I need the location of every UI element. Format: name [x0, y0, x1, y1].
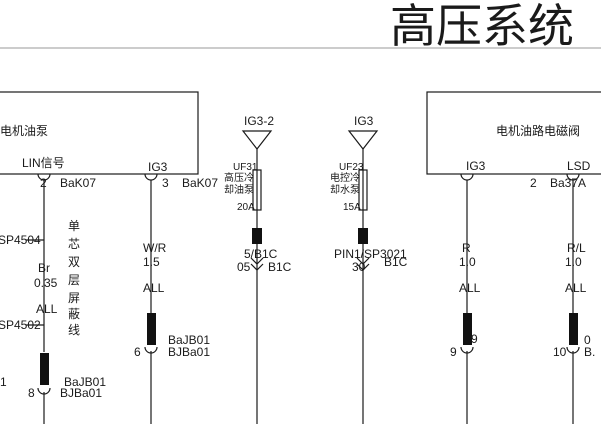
uf23-source: IG3: [354, 114, 374, 128]
uf23-line1: 电控冷: [330, 171, 360, 184]
sp4502-label: SP4502: [0, 318, 41, 332]
pin10-line2: B.: [584, 345, 595, 359]
pump-box: [0, 91, 199, 175]
lsd-pin-conn: Ba37A: [550, 176, 586, 190]
ig3-valve-pin-arc: [460, 173, 474, 181]
uf23-source-triangle: [347, 130, 379, 150]
lin-pin-conn: BaK07: [60, 176, 96, 190]
bajb-mid-line2: BJBa01: [168, 345, 210, 359]
pin9-connector: [463, 313, 472, 345]
uf31-rating: 20A: [237, 202, 255, 213]
shield-note-3: 双: [68, 255, 80, 269]
uf31-line1: 高压冷: [224, 171, 254, 184]
shield-note-2: 芯: [68, 237, 80, 251]
uf23-fuse-symbol: [358, 169, 368, 211]
ig3-valve-pin-label: IG3: [466, 159, 486, 173]
left-edge-num: 1: [0, 375, 7, 389]
ig3-valve-wire-size: 1.0: [459, 255, 476, 269]
lsd-wire-color: R/L: [567, 241, 586, 255]
ig3-pump-pin-conn: BaK07: [182, 176, 218, 190]
shield-note-7: 线: [68, 323, 80, 337]
c1-bottom: 05: [237, 260, 251, 274]
c1-connector: [252, 228, 262, 244]
bajb-left-line1: BaJB01: [64, 375, 106, 389]
pin10-num: 10: [553, 345, 567, 359]
bajb-mid-connector: [147, 313, 156, 345]
pump-box-label: 电机油泵: [0, 124, 48, 138]
pin9-inner: 9: [471, 332, 478, 346]
uf31-fuse-symbol: [252, 169, 262, 211]
lsd-wire-opt: ALL: [565, 281, 587, 295]
bajb-left-pin: 8: [28, 386, 35, 400]
pin10-connector: [569, 313, 578, 345]
lin-pin-label: LIN信号: [22, 156, 65, 170]
pin10-line1: 0: [584, 333, 591, 347]
ig3-pump-pin-num: 3: [162, 176, 169, 190]
bajb-mid-line1: BaJB01: [168, 333, 210, 347]
uf23-line2: 却水泵: [330, 184, 360, 196]
c2-connector: [358, 228, 368, 244]
lin-wire-opt: ALL: [36, 302, 58, 316]
uf23-id: UF23: [339, 162, 364, 173]
bajb-left-connector: [40, 353, 49, 385]
shield-note-1: 单: [68, 219, 80, 233]
ig3-pump-wire-color: W/R: [143, 241, 167, 255]
ig3-pump-pin-label: IG3: [148, 160, 168, 174]
page-title: 高压系统: [390, 0, 574, 53]
ig3-pump-wire-opt: ALL: [143, 281, 165, 295]
ig3-valve-wire-opt: ALL: [459, 281, 481, 295]
bajb-mid-pin: 6: [134, 345, 141, 359]
c1-top: 5/B1C: [244, 247, 278, 261]
c2-top: PIN1/SP3021: [334, 247, 407, 261]
ig3-pump-wire-size: 1.5: [143, 255, 160, 269]
uf31-line2: 却油泵: [224, 183, 254, 196]
c1-bottom2: B1C: [268, 260, 292, 274]
shield-note-4: 层: [68, 273, 80, 287]
shield-note-6: 蔽: [68, 307, 80, 321]
lin-wire-color: Br: [38, 261, 50, 275]
c2-bottom2: B1C: [384, 255, 408, 269]
bajb-left-line2: BJBa01: [60, 386, 102, 400]
lsd-pin-num: 2: [530, 176, 537, 190]
shield-note-5: 屏: [68, 291, 80, 305]
uf23-rating: 15A: [343, 202, 361, 213]
valve-box: [426, 91, 601, 175]
uf31-source-triangle: [241, 130, 273, 150]
lsd-wire-size: 1.0: [565, 255, 582, 269]
ig3-pump-pin-arc: [144, 173, 158, 181]
uf31-source: IG3-2: [244, 114, 274, 128]
pin9-num: 9: [450, 345, 457, 359]
lsd-pin-label: LSD: [567, 159, 591, 173]
sp4504-label: SP4504: [0, 233, 41, 247]
c2-bottom: 30: [352, 260, 366, 274]
uf31-id: UF31: [233, 162, 258, 173]
valve-box-label: 电机油路电磁阀: [496, 123, 580, 138]
lin-wire-size: 0.35: [34, 276, 58, 290]
ig3-valve-wire-color: R: [462, 241, 471, 255]
